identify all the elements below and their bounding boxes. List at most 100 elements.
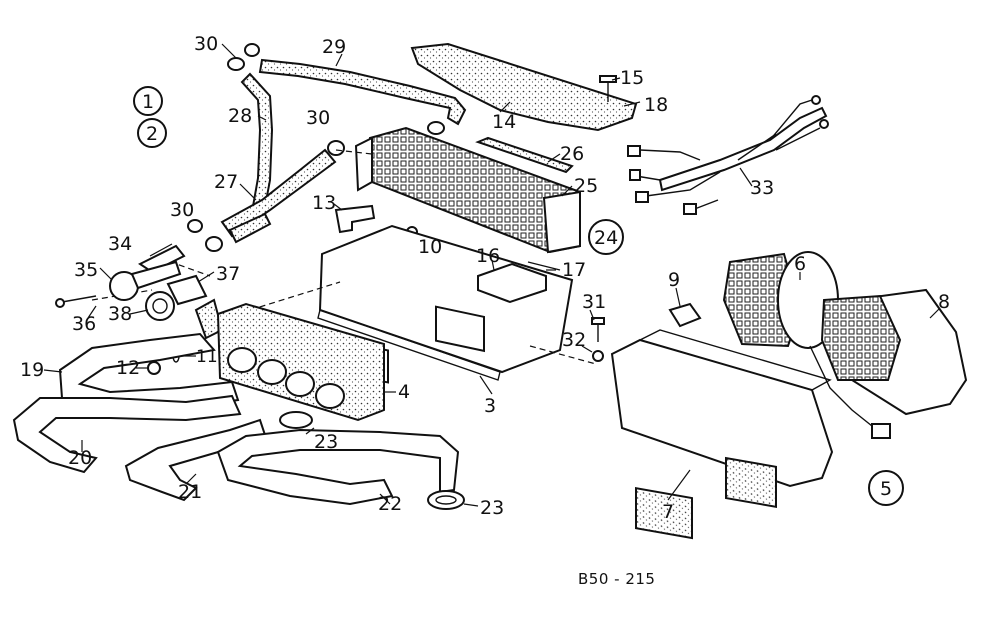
label-32: 32: [562, 329, 586, 351]
label-30-c: 30: [170, 199, 194, 221]
label-30-b: 30: [306, 107, 330, 129]
clamp-23-upper: [279, 411, 313, 429]
clip-12: [147, 361, 161, 375]
label-33: 33: [750, 177, 774, 199]
front-panel-7-opening-right: [725, 456, 777, 509]
duct-20: [12, 394, 242, 474]
circled-label-2-ring: [137, 118, 167, 148]
part-labels: 30 29 15 18 14 28 30 26 25 33 27 30 13 1…: [20, 33, 950, 523]
label-25: 25: [574, 175, 598, 197]
reference-code: B50 - 215: [578, 570, 655, 588]
blower-cable: [809, 345, 873, 427]
housing-3-window-right: [435, 305, 485, 353]
valve-pipe-35: [130, 260, 182, 290]
housing-3-base: [317, 309, 501, 381]
label-2: 2: [146, 123, 158, 145]
clamp-23-lower: [427, 490, 465, 510]
label-28: 28: [228, 105, 252, 127]
clamp-30-top-left: [227, 57, 245, 71]
outlet-port-3: [285, 371, 315, 397]
label-30-a: 30: [194, 33, 218, 55]
front-panel-7-top: [639, 329, 832, 391]
label-12: 12: [116, 357, 140, 379]
valve-ring-38: [145, 291, 175, 321]
blower-fan-6-right: [820, 294, 902, 381]
clamp-23-lower-inner: [435, 495, 457, 505]
harness-33-wire-6: [775, 127, 821, 151]
label-31: 31: [582, 291, 606, 313]
outlet-port-2: [257, 359, 287, 385]
label-17: 17: [562, 259, 586, 281]
outlet-port-4: [315, 383, 345, 409]
harness-33-wire-7: [737, 133, 777, 161]
harness-33-wire-3: [645, 171, 721, 197]
label-5: 5: [880, 478, 892, 500]
label-19: 19: [20, 359, 44, 381]
blower-plug: [871, 423, 891, 439]
label-1: 1: [142, 91, 154, 113]
label-10: 10: [418, 236, 442, 258]
assembly-line-2: [529, 345, 597, 365]
label-13: 13: [312, 192, 336, 214]
clamp-30-top: [244, 43, 260, 57]
label-9: 9: [668, 269, 680, 291]
harness-33-connector-1: [627, 145, 641, 157]
clamp-30-heater: [427, 121, 445, 135]
harness-33-connector-3: [635, 191, 649, 203]
harness-33-wire-5: [769, 99, 813, 141]
harness-33-terminal-1: [811, 95, 821, 105]
label-34: 34: [108, 233, 132, 255]
label-8: 8: [938, 291, 950, 313]
bracket-13: [334, 204, 376, 234]
circled-label-1-ring: [133, 86, 163, 116]
label-26: 26: [560, 143, 584, 165]
circled-label-24-ring: [588, 219, 624, 255]
label-38: 38: [108, 303, 132, 325]
label-18: 18: [644, 94, 668, 116]
switch-16: [477, 262, 547, 304]
label-36: 36: [72, 313, 96, 335]
label-6: 6: [794, 253, 806, 275]
harness-33-wire-1: [639, 149, 701, 161]
heater-core-25-frame: [354, 136, 373, 192]
cover-plate-14: [410, 42, 638, 132]
hose-27-lower: [228, 212, 272, 244]
screw-36-head: [55, 298, 65, 308]
duct-22: [216, 428, 460, 506]
heater-core-25-end: [542, 190, 581, 254]
hose-29: [258, 58, 467, 126]
label-20: 20: [68, 447, 92, 469]
label-29: 29: [322, 36, 346, 58]
label-23-b: 23: [480, 497, 504, 519]
front-panel-7: [610, 338, 834, 488]
harness-33-main: [658, 106, 828, 192]
label-27: 27: [214, 171, 238, 193]
valve-block-37: [166, 274, 208, 306]
valve-ring-38-inner: [152, 298, 168, 314]
label-14: 14: [492, 111, 516, 133]
seal-bar-26: [475, 136, 574, 174]
label-24: 24: [594, 227, 618, 249]
leader-lines: [43, 43, 941, 507]
label-4: 4: [398, 381, 410, 403]
harness-33-connector-4: [683, 203, 697, 215]
clamp-30-mid: [327, 140, 345, 156]
assembly-line-4: [159, 257, 211, 277]
screw-36: [61, 295, 97, 303]
screw-31-head: [591, 317, 605, 325]
harness-33-terminal-2: [819, 119, 829, 129]
label-21: 21: [178, 481, 202, 503]
label-23-a: 23: [314, 431, 338, 453]
label-16: 16: [476, 245, 500, 267]
label-22: 22: [378, 493, 402, 515]
outlet-port-1: [227, 347, 257, 373]
duct-21: [124, 418, 268, 502]
clamp-30-low: [187, 219, 203, 233]
assembly-line-1: [249, 281, 341, 311]
label-7: 7: [662, 501, 674, 523]
label-35: 35: [74, 259, 98, 281]
label-37: 37: [216, 263, 240, 285]
pin-17: [527, 261, 561, 271]
